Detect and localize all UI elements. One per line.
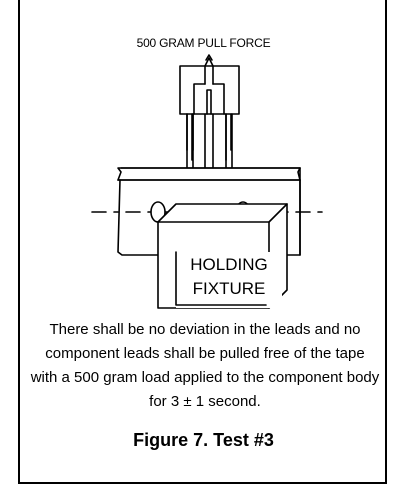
carrier-tape [117,167,301,256]
component-tab [204,57,214,85]
fixture-label-1: HOLDING [190,255,268,274]
component-tip [205,54,213,61]
holding-fixture [157,203,288,309]
fixture-label-2: FIXTURE [192,279,266,298]
figure-caption: Figure 7. Test #3 [133,430,274,450]
component-leads [186,113,233,169]
pull-force-label: 500 GRAM PULL FORCE [136,36,271,50]
test-description: There shall be no deviation in the leads… [30,321,380,410]
figure-frame [18,0,387,484]
